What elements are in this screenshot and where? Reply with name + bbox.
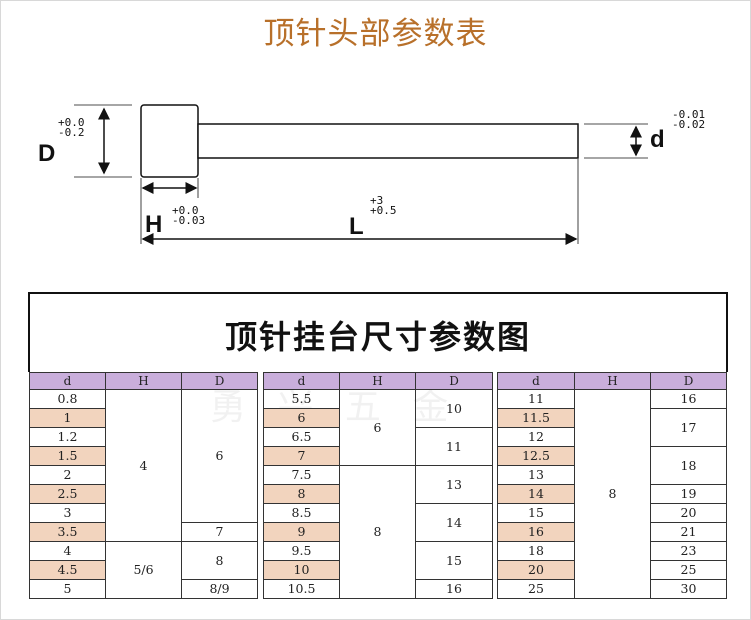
d-cell: 20 bbox=[497, 560, 575, 580]
spec-table-group-2: d H D 5.5 6 10 6 6.5 11 7 7.5 8 13 8 8.5… bbox=[263, 372, 493, 599]
d-cell: 18 bbox=[497, 541, 575, 561]
header-H: H bbox=[574, 372, 651, 390]
H-label: H bbox=[145, 211, 162, 238]
d-cell: 1 bbox=[29, 408, 106, 428]
H-cell: 8 bbox=[339, 465, 416, 599]
d-cell: 7.5 bbox=[263, 465, 340, 485]
d-cell: 2 bbox=[29, 465, 106, 485]
D-cell: 13 bbox=[415, 465, 493, 504]
D-cell: 11 bbox=[415, 427, 493, 466]
d-cell: 3.5 bbox=[29, 522, 106, 542]
H-cell: 5/6 bbox=[105, 541, 182, 599]
L-tol-upper: +3 bbox=[370, 194, 383, 207]
H-tol-upper: +0.0 bbox=[172, 204, 199, 217]
d-cell: 9 bbox=[263, 522, 340, 542]
D-label: D bbox=[38, 140, 55, 167]
D-cell: 15 bbox=[415, 541, 493, 580]
d-cell: 3 bbox=[29, 503, 106, 523]
d-cell: 2.5 bbox=[29, 484, 106, 504]
D-cell: 19 bbox=[650, 484, 727, 504]
header-D: D bbox=[415, 372, 493, 390]
D-tol-lower: -0.2 bbox=[58, 126, 85, 139]
H-cell: 4 bbox=[105, 389, 182, 542]
d-cell: 10 bbox=[263, 560, 340, 580]
D-cell: 6 bbox=[181, 389, 258, 523]
header-D: D bbox=[181, 372, 258, 390]
D-tol-upper: +0.0 bbox=[58, 116, 85, 129]
H-cell: 8 bbox=[574, 389, 651, 599]
d-cell: 6 bbox=[263, 408, 340, 428]
d-cell: 8 bbox=[263, 484, 340, 504]
D-cell: 23 bbox=[650, 541, 727, 561]
page-title: 顶针头部参数表 bbox=[263, 16, 488, 52]
small-d-label: d bbox=[650, 126, 665, 153]
d-cell: 15 bbox=[497, 503, 575, 523]
ejector-pin-diagram: D +0.0 -0.2 d -0.01 -0.02 H +0.0 -0.03 L… bbox=[38, 104, 705, 245]
D-cell: 16 bbox=[650, 389, 727, 409]
header-d: d bbox=[263, 372, 340, 390]
header-d: d bbox=[29, 372, 106, 390]
D-cell: 8 bbox=[181, 541, 258, 580]
header-H: H bbox=[339, 372, 416, 390]
small-d-tol-lower: -0.02 bbox=[672, 118, 705, 131]
d-cell: 14 bbox=[497, 484, 575, 504]
spec-table-group-3: d H D 11 8 16 11.5 17 12 12.5 18 13 14 1… bbox=[497, 372, 727, 599]
D-cell: 18 bbox=[650, 446, 727, 485]
d-cell: 16 bbox=[497, 522, 575, 542]
d-cell: 9.5 bbox=[263, 541, 340, 561]
table-title-box: 顶针挂台尺寸参数图 bbox=[28, 292, 728, 372]
L-label: L bbox=[349, 213, 364, 240]
d-cell: 1.2 bbox=[29, 427, 106, 447]
d-cell: 1.5 bbox=[29, 446, 106, 466]
d-cell: 11.5 bbox=[497, 408, 575, 428]
D-cell: 20 bbox=[650, 503, 727, 523]
d-cell: 4.5 bbox=[29, 560, 106, 580]
header-D: D bbox=[650, 372, 727, 390]
d-cell: 5.5 bbox=[263, 389, 340, 409]
d-cell: 6.5 bbox=[263, 427, 340, 447]
pin-head bbox=[140, 104, 199, 178]
d-cell: 25 bbox=[497, 579, 575, 599]
d-cell: 13 bbox=[497, 465, 575, 485]
D-cell: 17 bbox=[650, 408, 727, 447]
D-cell: 10 bbox=[415, 389, 493, 428]
header-d: d bbox=[497, 372, 575, 390]
header-H: H bbox=[105, 372, 182, 390]
spec-table-group-1: d H D 0.8 4 6 1 1.2 1.5 2 2.5 3 3.5 7 4 … bbox=[29, 372, 258, 599]
H-cell: 6 bbox=[339, 389, 416, 466]
d-cell: 5 bbox=[29, 579, 106, 599]
L-tol-lower: +0.5 bbox=[370, 204, 397, 217]
D-cell: 30 bbox=[650, 579, 727, 599]
D-cell: 25 bbox=[650, 560, 727, 580]
d-cell: 4 bbox=[29, 541, 106, 561]
D-cell: 21 bbox=[650, 522, 727, 542]
d-cell: 12.5 bbox=[497, 446, 575, 466]
d-cell: 0.8 bbox=[29, 389, 106, 409]
d-cell: 11 bbox=[497, 389, 575, 409]
d-cell: 8.5 bbox=[263, 503, 340, 523]
D-cell: 16 bbox=[415, 579, 493, 599]
H-tol-lower: -0.03 bbox=[172, 214, 205, 227]
pin-shank bbox=[197, 123, 579, 159]
table-title: 顶针挂台尺寸参数图 bbox=[224, 318, 531, 356]
small-d-tol-upper: -0.01 bbox=[672, 108, 705, 121]
D-cell: 8/9 bbox=[181, 579, 258, 599]
D-cell: 14 bbox=[415, 503, 493, 542]
d-cell: 10.5 bbox=[263, 579, 340, 599]
d-cell: 12 bbox=[497, 427, 575, 447]
D-cell: 7 bbox=[181, 522, 258, 542]
d-cell: 7 bbox=[263, 446, 340, 466]
